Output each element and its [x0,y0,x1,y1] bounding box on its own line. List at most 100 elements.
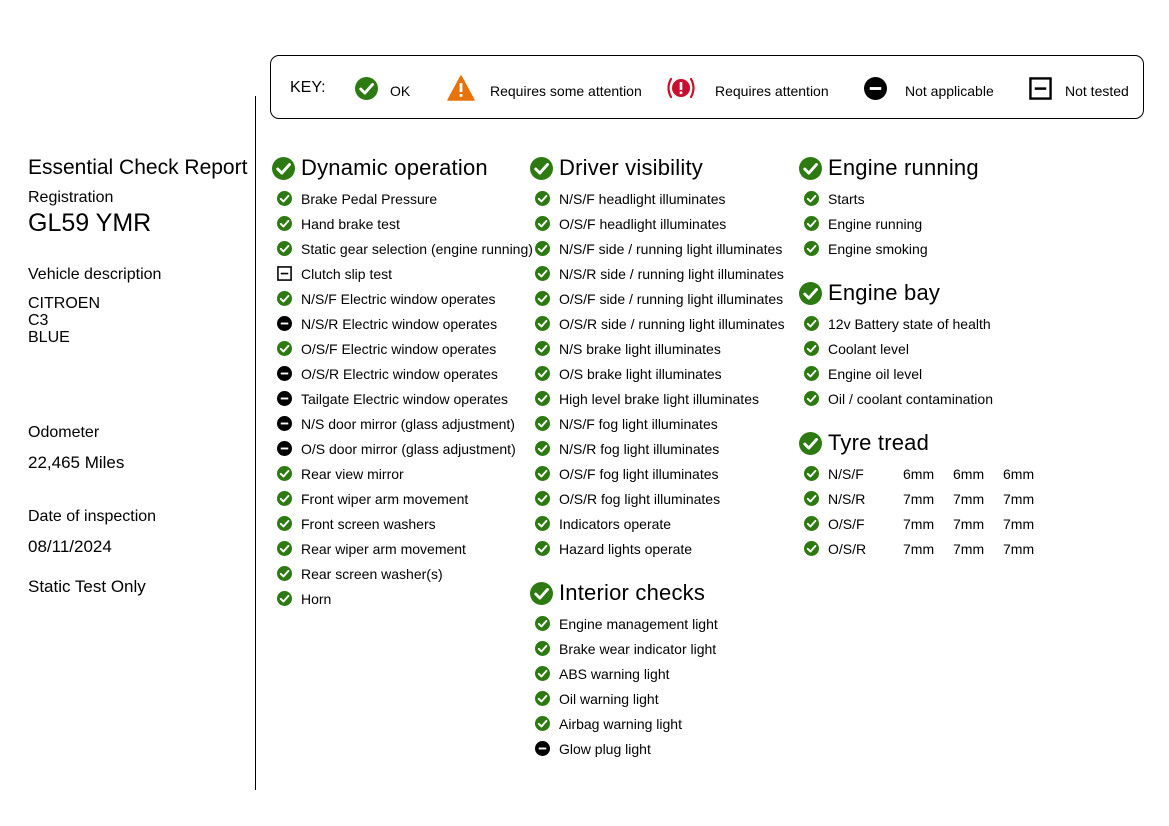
registration-value: GL59 YMR [28,209,152,237]
ok-icon [535,341,550,356]
check-item-label: N/S/R [828,490,866,507]
check-item: Horn [272,586,533,611]
check-item: Hand brake test [272,211,533,236]
ok-icon [804,466,819,481]
ok-icon [799,431,822,455]
section-header: Engine bay [799,278,1053,308]
check-item: O/S/F fog light illuminates [530,461,785,486]
check-item-label: Glow plug light [559,740,651,757]
tread-depth-value: 7mm [903,540,935,557]
check-item-label: Tailgate Electric window operates [301,390,508,407]
tread-depth-value: 7mm [953,515,985,532]
ok-icon [535,366,550,381]
ok-icon [535,491,550,506]
check-item-label: N/S/F [828,465,864,482]
section-title: Engine running [828,155,979,180]
ok-icon [277,516,292,531]
check-item-label: Airbag warning light [559,715,682,732]
key-label: KEY: [290,79,326,96]
ok-icon [804,216,819,231]
check-item: N/S/F headlight illuminates [530,186,785,211]
check-item: Glow plug light [530,736,785,761]
tread-depth-value: 7mm [953,540,985,557]
check-item: O/S/R fog light illuminates [530,486,785,511]
ok-icon [530,156,553,180]
minus-icon [277,416,292,431]
ok-icon [277,541,292,556]
check-item: Rear wiper arm movement [272,536,533,561]
ok-icon [535,666,550,681]
check-item-label: Static gear selection (engine running) [301,240,533,257]
check-item-label: O/S door mirror (glass adjustment) [301,440,516,457]
check-item: Oil warning light [530,686,785,711]
ok-icon [804,541,819,556]
check-item-label: O/S/F side / running light illuminates [559,290,784,307]
ok-icon [535,641,550,656]
check-item-label: O/S brake light illuminates [559,365,722,382]
check-item-label: N/S/F headlight illuminates [559,190,726,207]
report-sidebar: Essential Check Report Registration GL59… [28,155,248,597]
ok-icon [277,216,292,231]
ok-icon [799,156,822,180]
check-item: N/S/R fog light illuminates [530,436,785,461]
check-item-label: Starts [828,190,865,207]
tread-depth-value: 7mm [953,490,985,507]
check-item: N/S door mirror (glass adjustment) [272,411,533,436]
check-item-label: N/S/F Electric window operates [301,290,496,307]
check-item: Clutch slip test [272,261,533,286]
tread-depth-value: 7mm [903,490,935,507]
not-tested-icon [277,266,292,281]
check-item: Airbag warning light [530,711,785,736]
check-item: Front screen washers [272,511,533,536]
check-item: High level brake light illuminates [530,386,785,411]
check-item: Rear view mirror [272,461,533,486]
check-item-label: Hazard lights operate [559,540,693,557]
check-item: Engine running [799,211,1053,236]
key-not-tested: Not tested [1029,56,1129,120]
ok-icon [535,716,550,731]
check-item-label: N/S/F side / running light illuminates [559,240,783,257]
check-item: O/S/R side / running light illuminates [530,311,785,336]
check-item: Tailgate Electric window operates [272,386,533,411]
date-value: 08/11/2024 [28,537,112,556]
ok-icon [535,441,550,456]
key-not-applicable-label: Not applicable [905,82,994,99]
check-item-label: Engine oil level [828,365,923,382]
check-item-label: O/S/F fog light illuminates [559,465,719,482]
check-item: O/S/F Electric window operates [272,336,533,361]
minus-icon [535,741,550,756]
check-item-label: Brake Pedal Pressure [301,190,438,207]
check-item-label: Indicators operate [559,515,672,532]
registration-label: Registration [28,189,114,206]
ok-icon [804,241,819,256]
vehicle-model: C3 [28,312,49,329]
ok-icon [277,341,292,356]
ok-icon [277,566,292,581]
check-item: Indicators operate [530,511,785,536]
ok-icon [535,291,550,306]
check-item: O/S/R Electric window operates [272,361,533,386]
minus-icon [864,76,887,100]
key-not-applicable: Not applicable [864,56,994,120]
check-item-label: O/S/F headlight illuminates [559,215,727,232]
check-item-label: Oil / coolant contamination [828,390,993,407]
check-item: 12v Battery state of health [799,311,1053,336]
minus-icon [277,391,292,406]
ok-icon [799,281,822,305]
check-item-label: N/S/R side / running light illuminates [559,265,784,282]
vehicle-description-label: Vehicle description [28,266,162,283]
tread-depth-value: 7mm [903,515,935,532]
check-item-label: N/S/F fog light illuminates [559,415,718,432]
warning-icon [447,74,475,102]
tread-depth-value: 6mm [903,465,935,482]
ok-icon [804,491,819,506]
check-item: Front wiper arm movement [272,486,533,511]
check-item-label: N/S/R fog light illuminates [559,440,720,457]
